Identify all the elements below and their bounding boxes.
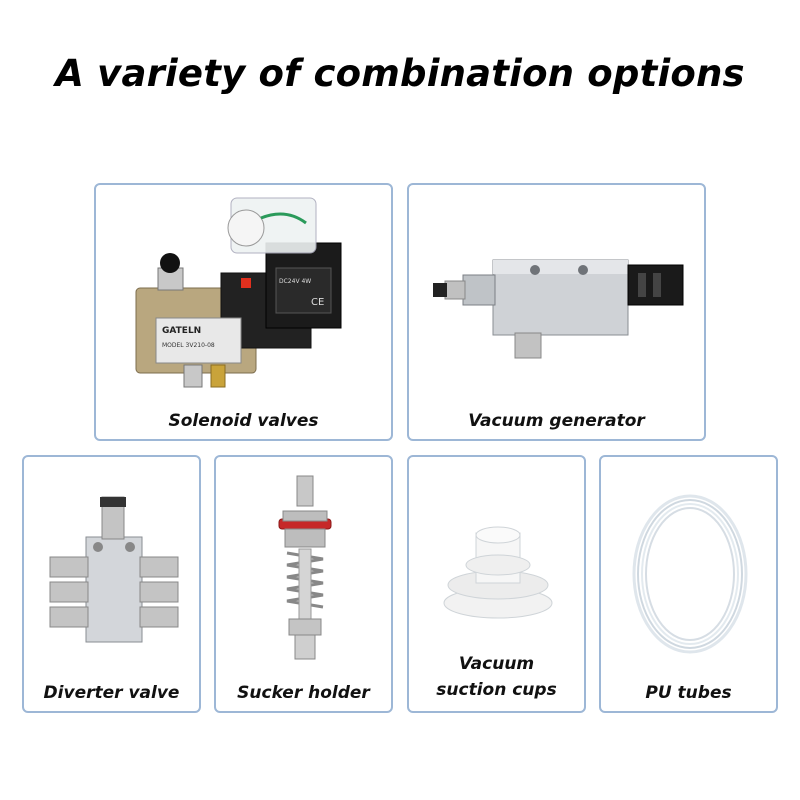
product-label: Diverter valve: [43, 683, 180, 703]
vacuum-generator-image: [433, 259, 684, 359]
product-card-vacuum-generator: Vacuum generator: [407, 183, 706, 441]
valve-model-text: MODEL 3V210-08: [162, 342, 215, 349]
pu-tube-coil-image: [632, 494, 748, 654]
product-label: Solenoid valves: [168, 411, 319, 431]
product-card-pu-tubes: PU tubes: [599, 455, 778, 713]
page-title: A variety of combination options: [55, 52, 745, 95]
product-label-line2: suction cups: [436, 680, 557, 700]
product-card-sucker-holder: Sucker holder: [214, 455, 393, 713]
solenoid-valve-image: GATELN MODEL 3V210-08 DC24V 4W CE: [135, 197, 342, 388]
coil-rating-text: DC24V 4W: [279, 278, 311, 285]
diverter-valve-image: [49, 496, 179, 643]
ce-mark-text: CE: [311, 297, 324, 308]
product-card-diverter-valve: Diverter valve: [22, 455, 201, 713]
product-label: Sucker holder: [237, 683, 370, 703]
product-card-vacuum-suction-cups: Vacuum suction cups: [407, 455, 586, 713]
product-label-line1: Vacuum: [458, 654, 535, 674]
product-label: PU tubes: [645, 683, 732, 703]
valve-brand-text: GATELN: [162, 326, 201, 336]
sucker-holder-image: [278, 475, 332, 660]
product-label: Vacuum generator: [468, 411, 645, 431]
product-card-solenoid-valves: GATELN MODEL 3V210-08 DC24V 4W CE Soleno…: [94, 183, 393, 441]
suction-cup-image: [443, 526, 553, 619]
